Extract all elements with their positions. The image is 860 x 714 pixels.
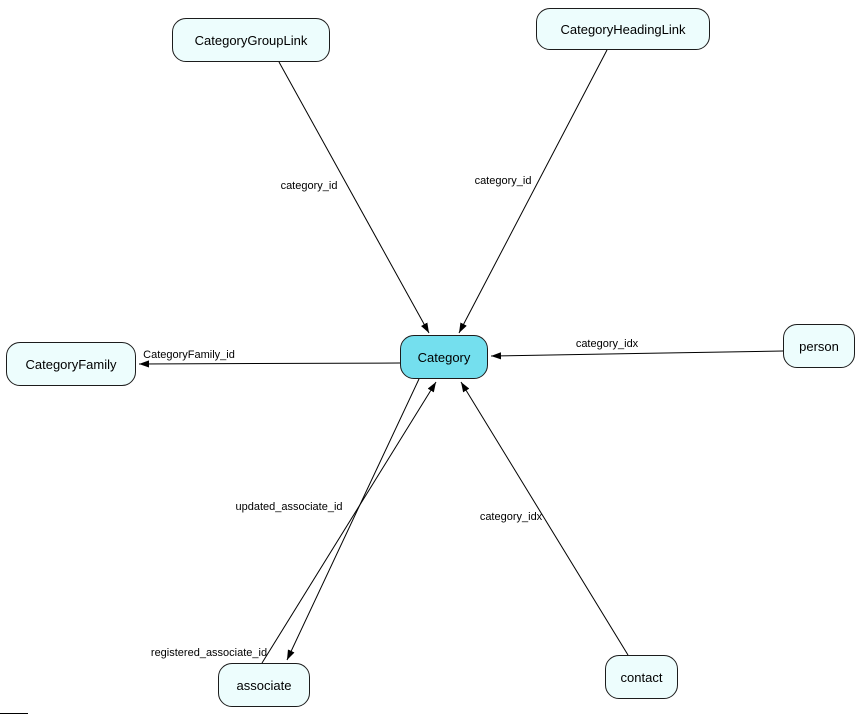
node-category[interactable]: Category [400, 335, 488, 379]
node-categoryfamily-label: CategoryFamily [25, 356, 117, 372]
node-categorygrouplink[interactable]: CategoryGroupLink [172, 18, 330, 62]
edge-contact-to-category [460, 381, 629, 656]
edge-label-categoryfamily-id: CategoryFamily_id [143, 349, 235, 361]
node-associate-label: associate [236, 677, 292, 693]
edge-label-updated-associate-id: updated_associate_id [235, 501, 343, 513]
node-categoryheadinglink-label: CategoryHeadingLink [560, 21, 686, 37]
node-person-label: person [799, 338, 839, 354]
node-categorygrouplink-label: CategoryGroupLink [194, 32, 308, 48]
node-contact[interactable]: contact [605, 655, 678, 699]
node-associate[interactable]: associate [218, 663, 310, 707]
node-person[interactable]: person [783, 324, 855, 368]
edge-headinglink-to-category [458, 49, 608, 334]
node-categoryfamily[interactable]: CategoryFamily [6, 342, 136, 386]
edge-person-to-category [490, 350, 784, 360]
edge-category-to-associate [286, 378, 420, 661]
edge-associate-to-category [261, 381, 437, 664]
edge-label-contact-category-idx: category_idx [479, 511, 543, 523]
edge-label-headinglink-category-id: category_id [474, 175, 532, 187]
edge-label-grouplink-category-id: category_id [280, 180, 338, 192]
node-contact-label: contact [620, 669, 663, 685]
edge-label-person-category-idx: category_idx [575, 338, 639, 350]
edge-label-registered-associate-id: registered_associate_id [150, 647, 268, 659]
node-categoryheadinglink[interactable]: CategoryHeadingLink [536, 8, 710, 50]
edge-category-to-categoryfamily [138, 360, 401, 368]
edge-grouplink-to-category [278, 61, 430, 334]
node-category-label: Category [417, 349, 471, 365]
